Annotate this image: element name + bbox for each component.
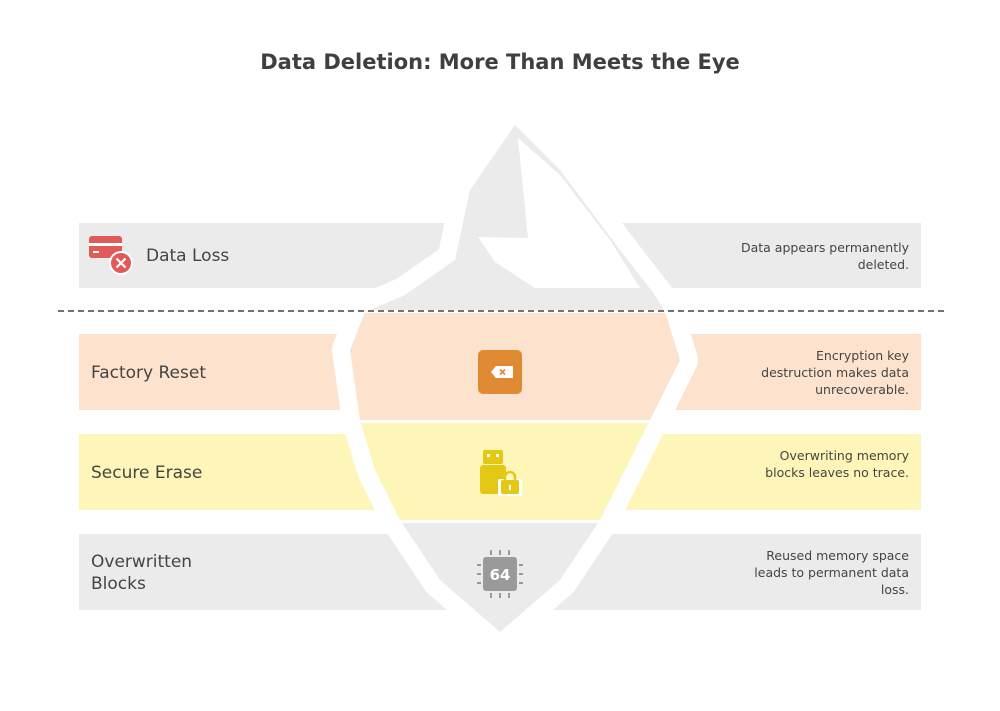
level-label-factory-reset: Factory Reset [91,363,206,383]
chip-label: 64 [490,566,511,584]
iceberg-highlight [478,138,640,288]
level-label-data-loss: Data Loss [146,246,230,266]
level-desc-secure-erase: Overwriting memory blocks leaves no trac… [765,448,909,480]
level-desc-data-loss: Data appears permanently deleted. [740,240,909,272]
level-desc-factory-reset: Encryption key destruction makes data un… [761,348,909,397]
level-label-overwritten-blocks: Overwritten Blocks [91,552,193,594]
page-title: Data Deletion: More Than Meets the Eye [260,50,740,74]
level-label-secure-erase: Secure Erase [91,463,203,483]
level-desc-overwritten-blocks: Reused memory space leads to permanent d… [754,548,909,597]
backspace-icon [478,350,522,394]
usb-lock-icon [480,450,522,496]
credit-card-x-icon [89,236,133,275]
chip-64-icon: 64 [477,550,523,598]
